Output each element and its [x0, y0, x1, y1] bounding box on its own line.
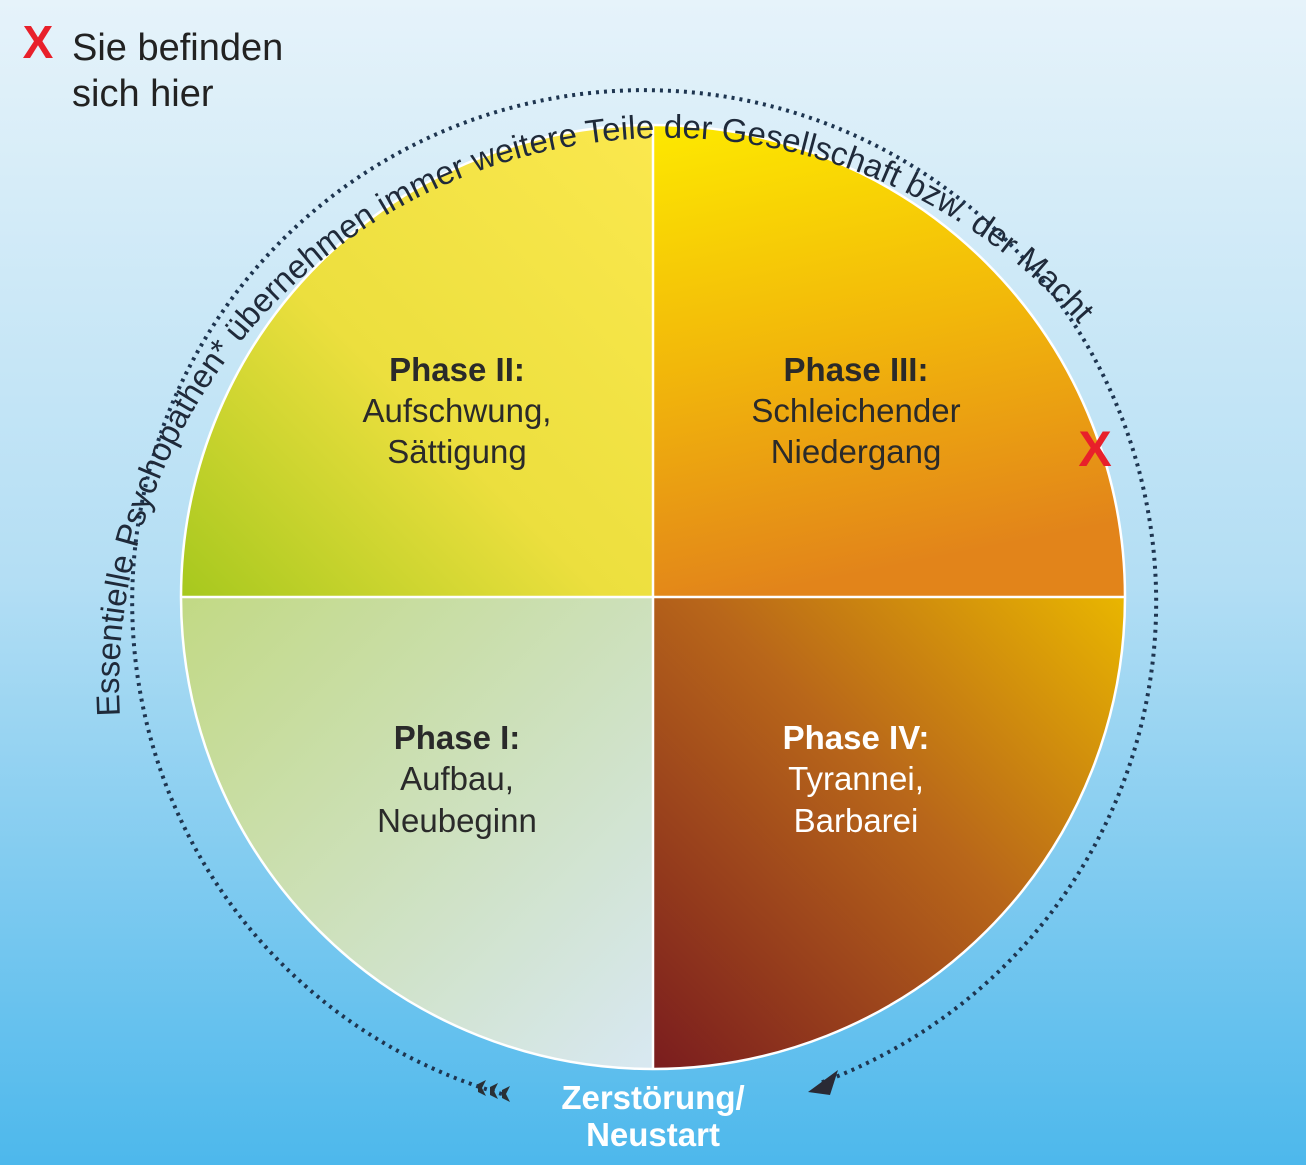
- legend-text-line2: sich hier: [72, 73, 214, 115]
- phase-3-line1: Schleichender: [751, 392, 960, 429]
- arrowhead-icon: [808, 1070, 838, 1095]
- quadrant-phase-2[interactable]: [181, 125, 653, 597]
- arrow-tail-feathers-icon: [478, 1080, 510, 1102]
- phase-4-title: Phase IV:: [783, 719, 930, 756]
- quadrant-phase-3[interactable]: [653, 125, 1125, 597]
- legend-text-line1: Sie befinden: [72, 27, 283, 69]
- bottom-label-line2: Neustart: [586, 1116, 720, 1153]
- phase-4-line2: Barbarei: [794, 802, 919, 839]
- phase-1-title: Phase I:: [394, 719, 521, 756]
- bottom-label-line1: Zerstörung/: [561, 1079, 744, 1116]
- legend-marker-icon: X: [23, 16, 54, 68]
- quadrant-phase-1[interactable]: [181, 597, 653, 1069]
- phase-2-title: Phase II:: [389, 351, 525, 388]
- quadrant-phase-4[interactable]: [653, 597, 1125, 1069]
- phase-1-line1: Aufbau,: [400, 760, 514, 797]
- phase-2-line1: Aufschwung,: [363, 392, 552, 429]
- current-position-marker-icon: X: [1078, 421, 1111, 477]
- phase-3-line2: Niedergang: [771, 433, 942, 470]
- phase-4-line1: Tyrannei,: [788, 760, 924, 797]
- phase-1-line2: Neubeginn: [377, 802, 537, 839]
- phase-3-title: Phase III:: [784, 351, 929, 388]
- phase-2-line2: Sättigung: [387, 433, 526, 470]
